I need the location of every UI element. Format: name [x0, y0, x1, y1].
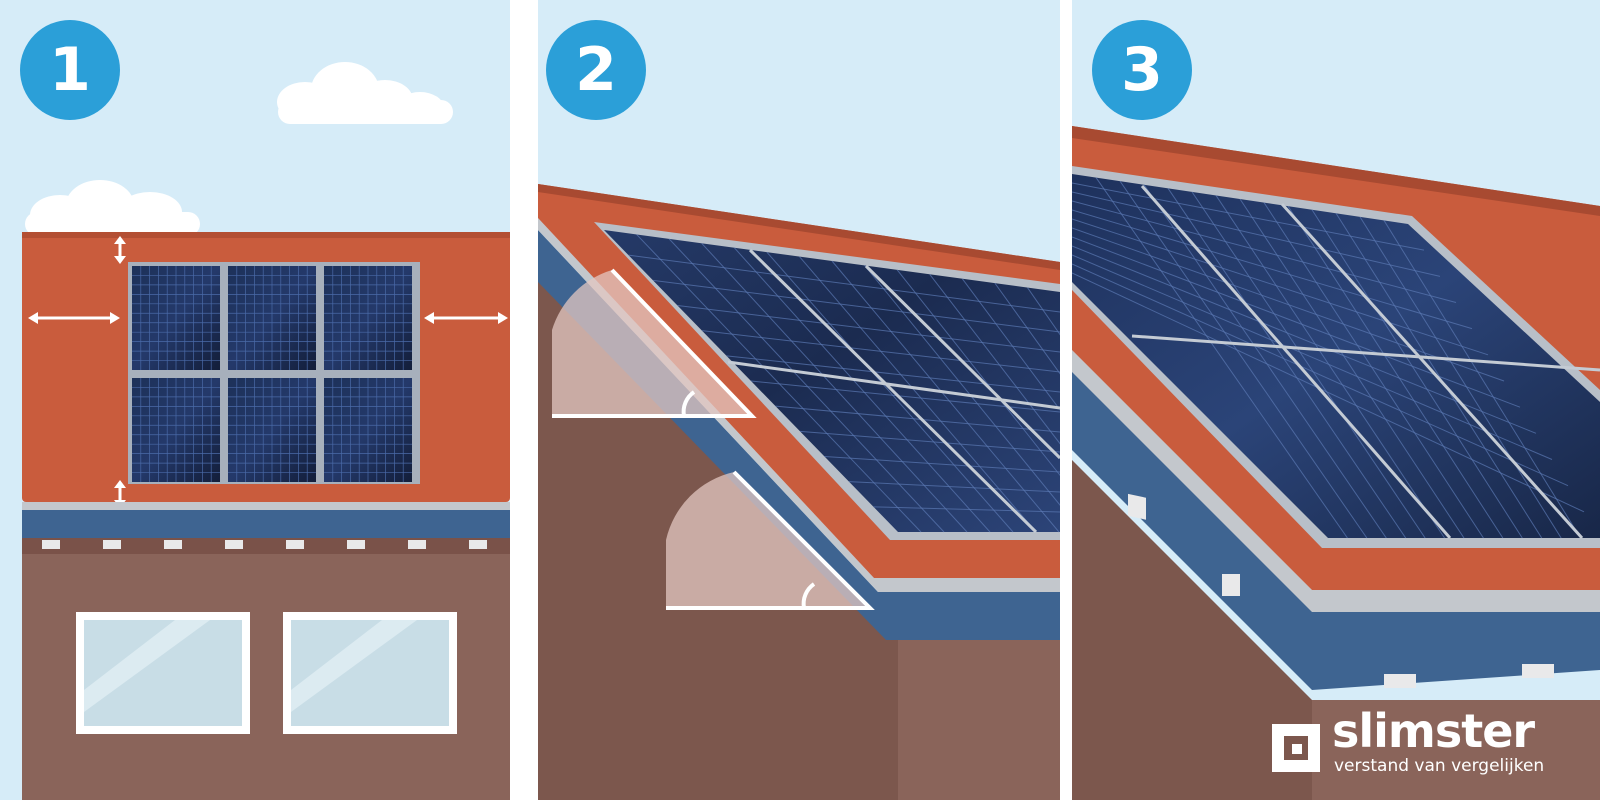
tilt-angle-indicator — [552, 268, 757, 418]
panel-step-1: 1 — [0, 0, 510, 800]
step-number-badge: 2 — [546, 20, 646, 120]
step-number-badge: 3 — [1092, 20, 1192, 120]
cloud — [277, 62, 453, 124]
cloud — [25, 180, 200, 236]
solar-panel — [324, 266, 412, 370]
solar-panel-array — [128, 262, 420, 484]
step-number-badge: 1 — [20, 20, 120, 120]
solar-panel — [228, 378, 316, 482]
solar-panel-array — [594, 222, 1060, 540]
solar-panel-array — [1072, 166, 1600, 548]
fascia — [22, 510, 510, 538]
window — [283, 612, 457, 734]
solar-panel — [132, 266, 220, 370]
clearance-arrows — [28, 236, 508, 508]
house-result-view — [1072, 0, 1600, 800]
slimster-logo: slimster verstand van vergelijken — [1268, 704, 1578, 782]
solar-panel — [132, 378, 220, 482]
tilt-angle-indicator — [666, 470, 875, 610]
panel-step-2: 2 — [538, 0, 1060, 800]
house-front-view — [0, 0, 510, 800]
house-angle-view — [538, 0, 1060, 800]
solar-panel — [228, 266, 316, 370]
logo-name: slimster — [1332, 704, 1535, 758]
solar-panel — [324, 378, 412, 482]
panel-step-3: 3 — [1072, 0, 1600, 800]
logo-tagline: verstand van vergelijken — [1334, 756, 1545, 776]
fascia — [538, 230, 1060, 640]
window — [76, 612, 250, 734]
slimster-logo-icon — [1272, 724, 1320, 772]
